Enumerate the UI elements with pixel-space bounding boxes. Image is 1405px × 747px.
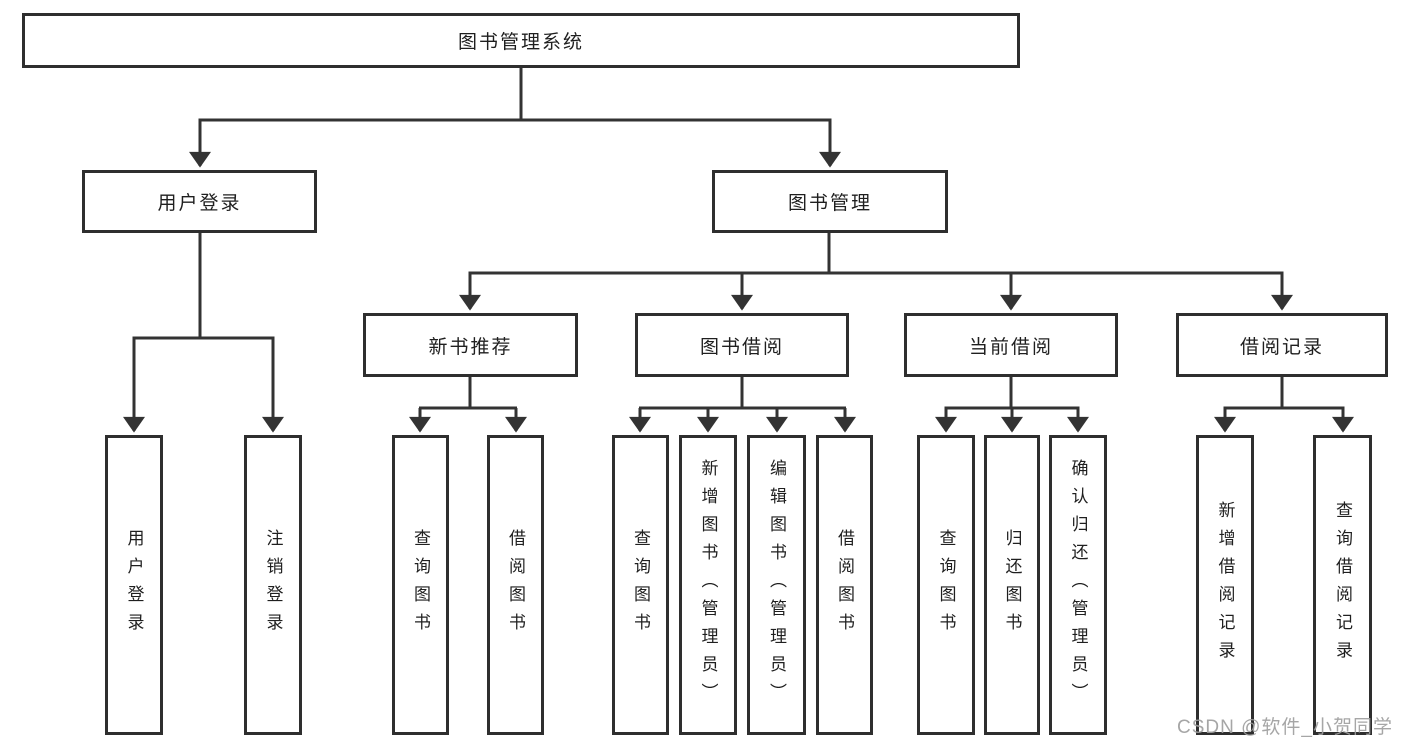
- leaf-confirm-return-admin: 确认归还（管理员）: [1049, 435, 1107, 735]
- leaf-user-login-label: 用户登录: [124, 529, 144, 641]
- node-user-login: 用户登录: [82, 170, 317, 233]
- node-borrow-records-label: 借阅记录: [1239, 336, 1324, 358]
- leaf-add-borrow-record: 新增借阅记录: [1196, 435, 1254, 735]
- node-root-system: 图书管理系统: [22, 13, 1020, 68]
- leaf-return-books: 归还图书: [984, 435, 1040, 735]
- node-current-borrow-label: 当前借阅: [968, 336, 1053, 358]
- csdn-watermark: CSDN @软件_小贺同学: [1177, 717, 1393, 738]
- leaf-confirm-return-admin-label: 确认归还（管理员）: [1068, 459, 1088, 711]
- leaf-query-books-borrow-label: 查询图书: [631, 529, 650, 641]
- node-user-login-label: 用户登录: [157, 193, 242, 214]
- node-book-management-label: 图书管理: [787, 193, 872, 214]
- leaf-query-books-current: 查询图书: [917, 435, 975, 735]
- node-new-book-recommend: 新书推荐: [363, 313, 578, 377]
- leaf-query-books-recommend: 查询图书: [392, 435, 449, 735]
- leaf-logout-label: 注销登录: [263, 529, 283, 641]
- leaf-query-borrow-record: 查询借阅记录: [1313, 435, 1372, 735]
- node-current-borrow: 当前借阅: [904, 313, 1118, 377]
- node-new-book-recommend-label: 新书推荐: [428, 336, 513, 358]
- leaf-return-books-label: 归还图书: [1002, 529, 1022, 641]
- leaf-query-books-borrow: 查询图书: [612, 435, 669, 735]
- leaf-logout: 注销登录: [244, 435, 302, 735]
- leaf-borrow-books-recommend: 借阅图书: [487, 435, 544, 735]
- node-book-management: 图书管理: [712, 170, 948, 233]
- leaf-edit-books-admin-label: 编辑图书（管理员）: [767, 459, 786, 711]
- leaf-user-login: 用户登录: [105, 435, 163, 735]
- leaf-add-borrow-record-label: 新增借阅记录: [1215, 501, 1235, 669]
- leaf-add-books-admin: 新增图书（管理员）: [679, 435, 737, 735]
- leaf-query-books-recommend-label: 查询图书: [411, 529, 430, 641]
- leaf-borrow-books-borrow: 借阅图书: [816, 435, 873, 735]
- node-root-label: 图书管理系统: [457, 32, 584, 53]
- leaf-query-borrow-record-label: 查询借阅记录: [1333, 501, 1352, 669]
- leaf-edit-books-admin: 编辑图书（管理员）: [747, 435, 806, 735]
- leaf-borrow-books-recommend-label: 借阅图书: [506, 529, 525, 641]
- leaf-query-books-current-label: 查询图书: [936, 529, 956, 641]
- node-book-borrow-label: 图书借阅: [699, 336, 784, 358]
- leaf-borrow-books-borrow-label: 借阅图书: [835, 529, 854, 641]
- node-book-borrow: 图书借阅: [635, 313, 849, 377]
- leaf-add-books-admin-label: 新增图书（管理员）: [698, 459, 718, 711]
- node-borrow-records: 借阅记录: [1176, 313, 1388, 377]
